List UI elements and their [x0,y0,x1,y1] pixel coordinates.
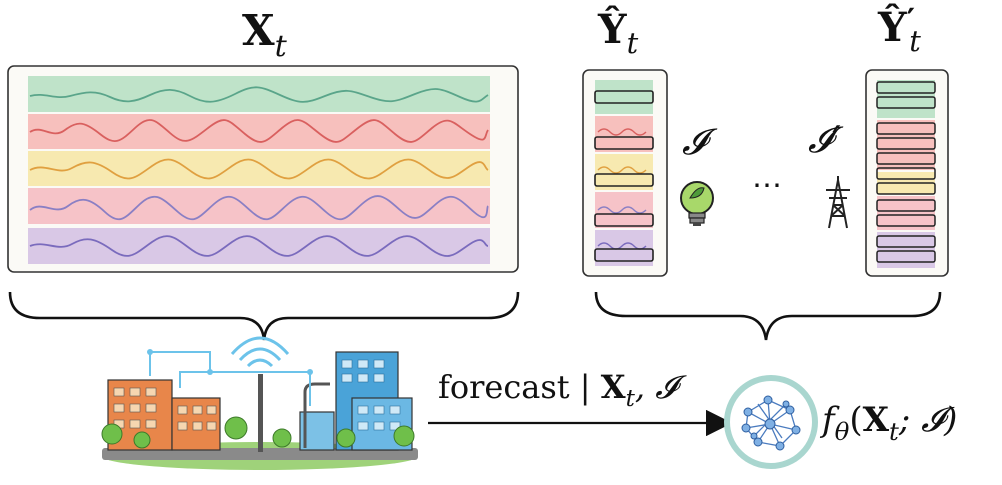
y-hat-prime-mark: ′ [906,1,915,40]
series-line-red [29,119,489,143]
city-icon [101,336,418,470]
model-f: f [822,400,835,440]
series-line-yellow [29,158,489,180]
ellipsis: ⋯ [752,168,782,203]
series-line-purple [29,235,489,257]
input-series-panel [7,65,519,273]
forecast-info: , 𝓘 [634,368,677,406]
y-hat-symbol: Ŷ [598,6,627,53]
forecast-word: forecast [438,368,570,406]
brace-forecast [594,291,942,341]
y-hat-label: Ŷt [598,6,638,60]
forecast-bar: | [579,368,591,406]
y-hat-prime-symbol: Ŷ [878,4,907,51]
forecast-panel-y-hat [582,69,668,277]
series-band-green [28,76,490,112]
series-line-green [29,86,489,103]
forecast-sub: t [625,386,635,413]
model-theta: θ [834,416,850,446]
lightbulb-leaf-icon [680,181,714,226]
x-t-symbol: X [242,6,275,55]
model-rest: ; 𝓘) [898,400,958,440]
y-hat-prime-subscript: t [909,24,921,59]
x-t-label: Xt [242,6,287,64]
y-hat-prime-label: Ŷ′t [878,1,921,58]
x-t-subscript: t [274,28,287,64]
model-sub: t [888,416,899,446]
forecast-label: forecast | Xt, 𝓘 [438,368,677,412]
model-label: fθ(Xt; 𝓘) [822,400,958,446]
brace-input [8,291,520,341]
forecast-x: X [600,368,626,406]
info-label: 𝓘 [682,122,707,163]
y-hat-subscript: t [626,26,639,61]
series-band-purple [28,228,490,264]
model-open: ( [849,400,863,440]
series-band-yellow [28,151,490,186]
series-band-red [28,114,490,149]
transmission-tower-icon [826,176,850,229]
model-x: X [862,400,889,440]
info-prime-label: 𝓘′ [808,120,841,161]
series-line-pink [29,195,489,221]
forecast-panel-y-hat-prime [865,69,949,277]
neural-network-icon [724,375,818,469]
